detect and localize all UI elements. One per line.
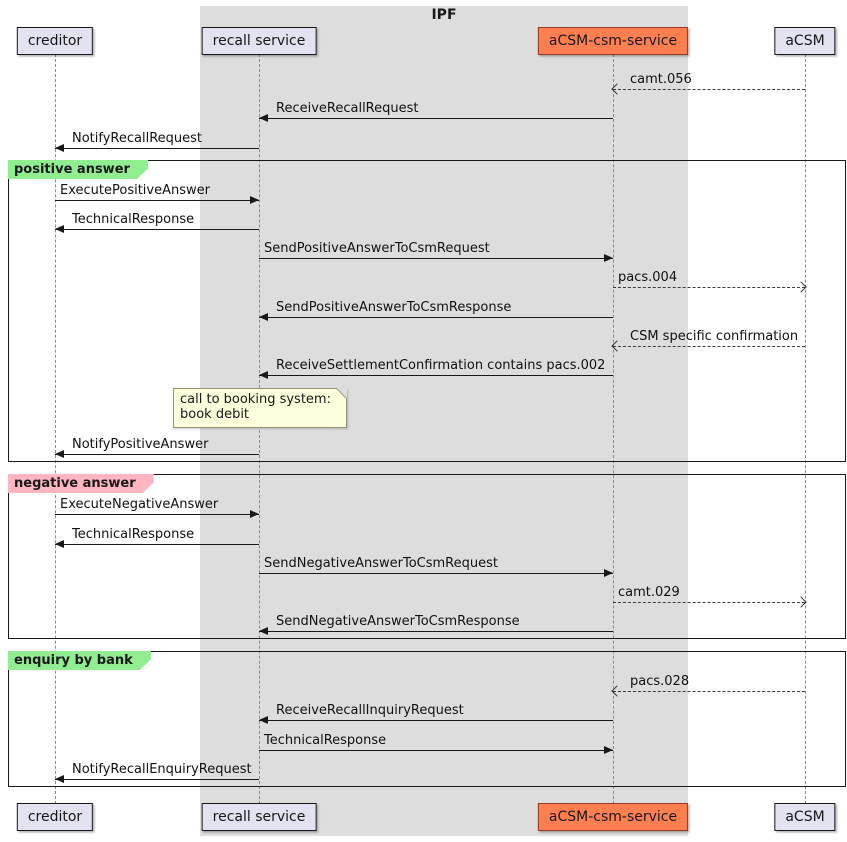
message-send-positive-answer-to-csm-request: SendPositiveAnswerToCsmRequest — [259, 241, 613, 263]
participant-recall-service-top: recall service — [201, 27, 317, 55]
arrowhead-icon — [611, 685, 623, 697]
arrowhead-icon — [795, 596, 807, 608]
message-notify-recall-enquiry-request: NotifyRecallEnquiryRequest — [55, 762, 259, 784]
arrowhead-icon — [55, 144, 64, 152]
message-line — [55, 148, 259, 149]
frame-label-negative-answer: negative answer — [8, 474, 154, 493]
lifeline-acsm — [805, 54, 806, 804]
message-line — [259, 118, 613, 119]
arrowhead-icon — [55, 225, 64, 233]
participant-recall-service-bottom: recall service — [201, 803, 317, 831]
message-execute-negative-answer: ExecuteNegativeAnswer — [55, 497, 259, 519]
participant-acsm-csm-service-bottom: aCSM-csm-service — [537, 803, 689, 831]
ipf-group-title: IPF — [431, 7, 457, 23]
frame-label-enquiry-by-bank: enquiry by bank — [8, 651, 151, 670]
participant-acsm-bottom: aCSM — [774, 803, 836, 831]
message-receive-settlement-confirmation: ReceiveSettlementConfirmation contains p… — [259, 358, 613, 380]
message-pacs-028: pacs.028 — [611, 674, 805, 697]
message-receive-recall-request: ReceiveRecallRequest — [259, 101, 613, 123]
message-send-positive-answer-to-csm-response: SendPositiveAnswerToCsmResponse — [259, 300, 613, 322]
message-line — [55, 514, 259, 515]
arrowhead-icon — [259, 371, 268, 379]
lifeline-recall-service — [259, 54, 260, 804]
message-camt-056: camt.056 — [611, 72, 805, 95]
arrowhead-icon — [259, 114, 268, 122]
note-text-line2: book debit — [180, 407, 250, 422]
message-line — [259, 750, 613, 751]
note-booking-system: call to booking system: book debit — [173, 387, 348, 428]
arrowhead-icon — [604, 254, 613, 262]
arrowhead-icon — [604, 746, 613, 754]
lifeline-acsm-csm-service — [613, 54, 614, 804]
message-pacs-004: pacs.004 — [613, 270, 807, 293]
message-notify-positive-answer: NotifyPositiveAnswer — [55, 437, 259, 459]
message-line — [259, 375, 613, 376]
arrowhead-icon — [611, 83, 623, 95]
message-technical-response-3: TechnicalResponse — [259, 733, 613, 755]
message-line — [259, 720, 613, 721]
message-line — [55, 454, 259, 455]
message-camt-029: camt.029 — [613, 585, 807, 608]
message-line — [259, 258, 613, 259]
message-line — [613, 691, 805, 692]
message-technical-response-2: TechnicalResponse — [55, 527, 259, 549]
arrowhead-icon — [259, 313, 268, 321]
participant-creditor-bottom: creditor — [16, 803, 94, 831]
lifeline-creditor — [55, 54, 56, 804]
arrowhead-icon — [55, 775, 64, 783]
message-line — [55, 544, 259, 545]
participant-acsm-top: aCSM — [774, 27, 836, 55]
message-notify-recall-request: NotifyRecallRequest — [55, 131, 259, 153]
frame-enquiry-by-bank: enquiry by bank — [8, 651, 846, 787]
frame-positive-answer: positive answer — [8, 160, 846, 462]
arrowhead-icon — [604, 569, 613, 577]
note-text-line1: call to booking system: — [180, 392, 331, 407]
arrowhead-icon — [250, 196, 259, 204]
message-line — [613, 346, 805, 347]
message-csm-specific-confirmation: CSM specific confirmation — [611, 329, 805, 352]
arrowhead-icon — [795, 281, 807, 293]
frame-negative-answer: negative answer — [8, 474, 846, 639]
arrowhead-icon — [259, 716, 268, 724]
participant-creditor-top: creditor — [16, 27, 94, 55]
message-line — [55, 779, 259, 780]
arrowhead-icon — [55, 450, 64, 458]
message-technical-response-1: TechnicalResponse — [55, 212, 259, 234]
message-receive-recall-inquiry-request: ReceiveRecallInquiryRequest — [259, 703, 613, 725]
message-execute-positive-answer: ExecutePositiveAnswer — [55, 183, 259, 205]
frame-label-positive-answer: positive answer — [8, 160, 148, 179]
arrowhead-icon — [259, 627, 268, 635]
message-line — [259, 631, 613, 632]
message-send-negative-answer-to-csm-request: SendNegativeAnswerToCsmRequest — [259, 556, 613, 578]
arrowhead-icon — [611, 340, 623, 352]
arrowhead-icon — [55, 540, 64, 548]
message-line — [613, 287, 805, 288]
message-line — [259, 573, 613, 574]
message-line — [259, 317, 613, 318]
message-send-negative-answer-to-csm-response: SendNegativeAnswerToCsmResponse — [259, 614, 613, 636]
participant-acsm-csm-service-top: aCSM-csm-service — [537, 27, 689, 55]
message-line — [55, 229, 259, 230]
message-line — [613, 89, 805, 90]
message-line — [613, 602, 805, 603]
arrowhead-icon — [250, 510, 259, 518]
message-line — [55, 200, 259, 201]
